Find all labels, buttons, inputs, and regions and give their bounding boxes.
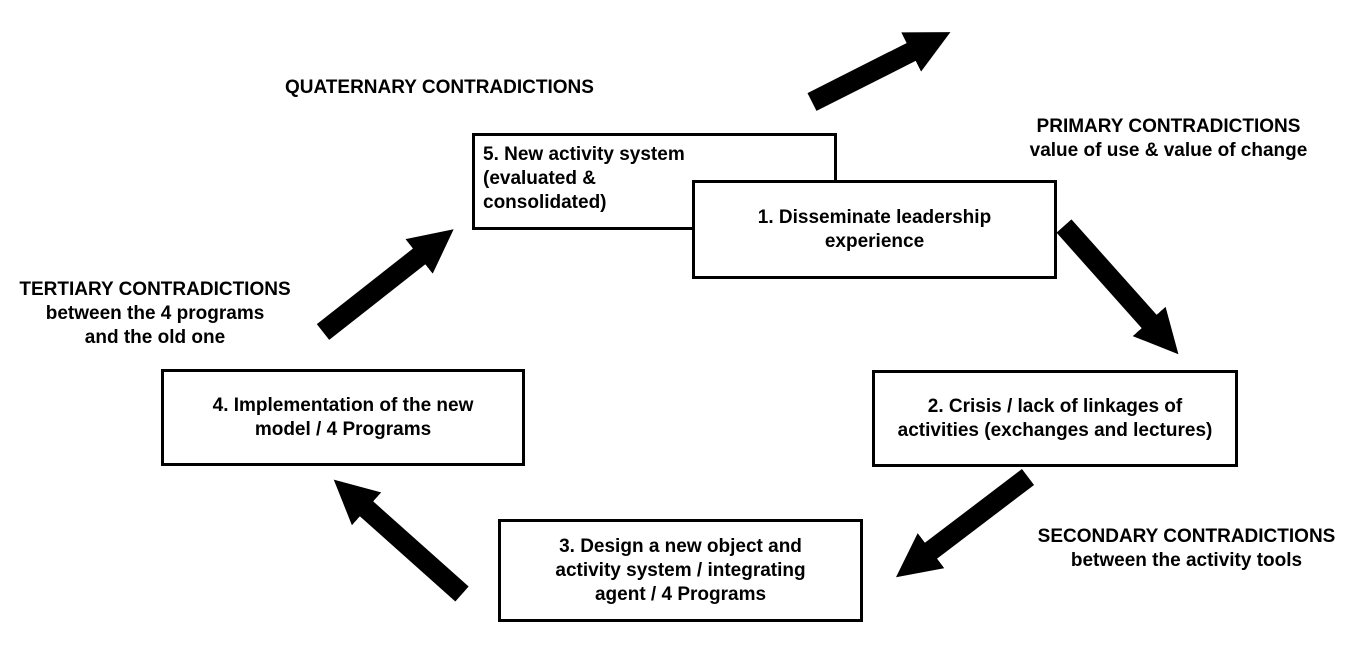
label-line: TERTIARY CONTRADICTIONS	[19, 279, 291, 300]
box-text-line: 1. Disseminate leadership	[757, 206, 992, 228]
box-5-new-activity-system: 5. New activity system (evaluated & cons…	[472, 133, 837, 230]
flow-arrow-2-to-3-icon	[895, 469, 1035, 578]
flow-arrow-5-onward-icon	[807, 32, 951, 111]
box-text-line: consolidated)	[483, 192, 607, 213]
box-text-line: activity system / integrating	[555, 559, 806, 581]
box-text-line: agent / 4 Programs	[594, 583, 767, 605]
box-text-line: 4. Implementation of the new	[212, 394, 474, 416]
label-secondary-contradictions: SECONDARY CONTRADICTIONS between the act…	[1025, 525, 1348, 573]
box-text-line: activities (exchanges and lectures)	[897, 419, 1213, 441]
label-line: between the 4 programs	[45, 303, 265, 324]
label-line: QUATERNARY CONTRADICTIONS	[285, 77, 594, 98]
label-primary-contradictions: PRIMARY CONTRADICTIONS value of use & va…	[1020, 115, 1317, 163]
label-quaternary-contradictions: QUATERNARY CONTRADICTIONS	[285, 76, 594, 100]
flow-arrow-1-to-2-icon	[1056, 219, 1179, 355]
label-line: value of use & value of change	[1029, 140, 1308, 161]
label-line: SECONDARY CONTRADICTIONS	[1037, 526, 1336, 547]
box-4-implementation-of-new-model: 4. Implementation of the new model / 4 P…	[161, 369, 525, 466]
box-text-line: (evaluated &	[483, 168, 596, 189]
box-2-crisis-lack-of-linkages: 2. Crisis / lack of linkages of activiti…	[872, 370, 1238, 467]
box-text-line: 3. Design a new object and	[559, 535, 802, 557]
box-text-line: 2. Crisis / lack of linkages of	[927, 395, 1183, 417]
flow-arrow-3-to-4-icon	[333, 479, 469, 602]
box-text-line: 5. New activity system	[483, 144, 685, 165]
box-text-line: model / 4 Programs	[254, 418, 432, 440]
label-line: PRIMARY CONTRADICTIONS	[1036, 116, 1301, 137]
label-tertiary-contradictions: TERTIARY CONTRADICTIONS between the 4 pr…	[5, 278, 305, 350]
label-line: and the old one	[84, 327, 226, 348]
box-1-disseminate-leadership-experience: 1. Disseminate leadership experience	[692, 180, 1057, 279]
label-line: between the activity tools	[1070, 550, 1303, 571]
box-text-line: experience	[824, 230, 925, 252]
box-3-design-new-object-activity-system: 3. Design a new object and activity syst…	[498, 519, 863, 622]
flow-arrow-4-to-5-icon	[316, 229, 454, 340]
